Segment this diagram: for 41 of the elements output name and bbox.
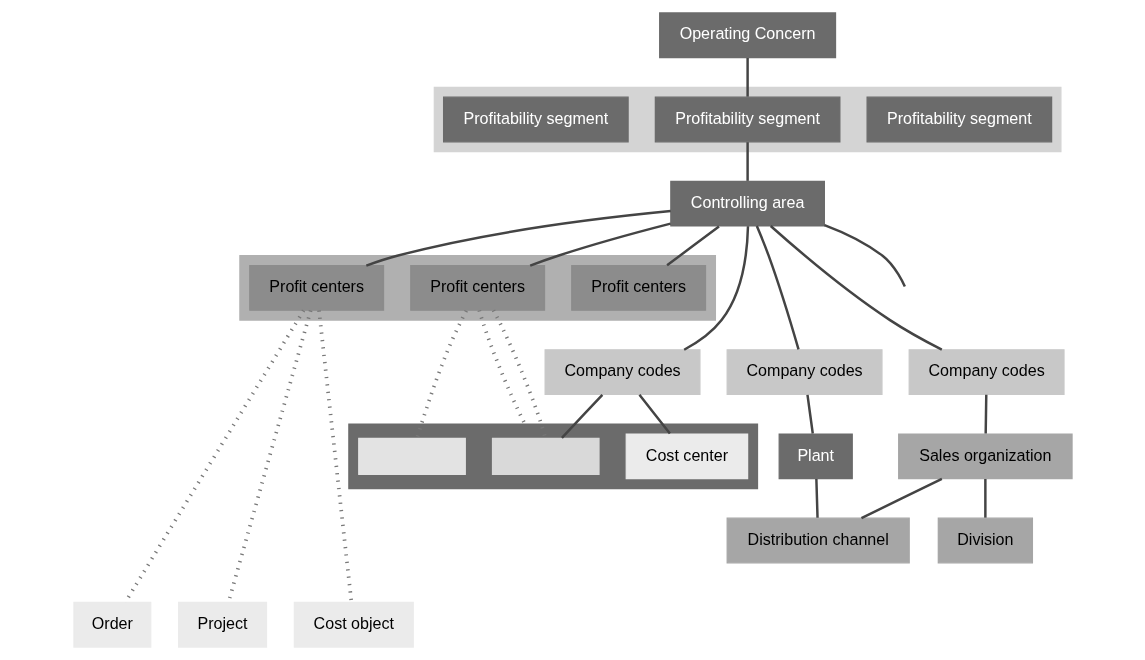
connector bbox=[983, 394, 987, 434]
node-box: Distribution channel bbox=[726, 517, 910, 564]
cluster bbox=[433, 86, 1061, 153]
node-box: Profit centers bbox=[409, 265, 545, 311]
node-box: Plant bbox=[778, 433, 853, 480]
node-box: Profitability segment bbox=[866, 96, 1052, 143]
node-box: Company codes bbox=[544, 349, 701, 395]
connector bbox=[860, 477, 942, 520]
connector bbox=[823, 223, 906, 288]
connector bbox=[491, 309, 547, 439]
node-box: Division bbox=[937, 517, 1033, 564]
node-box: Sales organization bbox=[897, 433, 1073, 480]
connector bbox=[560, 393, 603, 439]
node-box: Controlling area bbox=[669, 180, 825, 227]
connector bbox=[477, 309, 527, 425]
connector bbox=[983, 479, 987, 518]
connector bbox=[316, 310, 353, 603]
node-box: Profitability segment bbox=[654, 96, 840, 143]
connector bbox=[755, 225, 800, 350]
node-box: Cost center bbox=[625, 433, 748, 480]
node-box: Profit centers bbox=[248, 265, 384, 311]
connector bbox=[529, 222, 671, 267]
connector bbox=[665, 225, 720, 267]
node-box bbox=[357, 437, 466, 475]
node-box: Cost object bbox=[293, 601, 414, 648]
node-box: Company codes bbox=[908, 349, 1065, 395]
cluster bbox=[238, 255, 716, 321]
cluster bbox=[347, 423, 758, 490]
node-box: Profitability segment bbox=[442, 96, 629, 143]
connector bbox=[365, 209, 671, 267]
connector bbox=[805, 394, 814, 434]
connector bbox=[745, 58, 749, 97]
connector bbox=[637, 394, 671, 435]
node-box bbox=[491, 437, 600, 475]
connector bbox=[683, 226, 749, 351]
node-box: Company codes bbox=[726, 349, 883, 395]
node-box: Operating Concern bbox=[658, 12, 836, 59]
connector bbox=[745, 142, 749, 181]
connector bbox=[769, 225, 942, 351]
connector bbox=[814, 479, 819, 518]
node-box: Profit centers bbox=[570, 265, 706, 311]
